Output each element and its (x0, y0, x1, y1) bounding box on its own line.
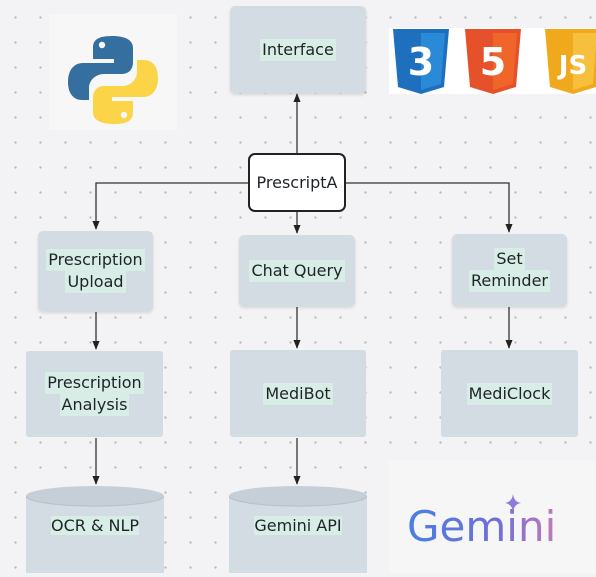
prescription-upload-node: Prescription Upload (38, 231, 153, 311)
python-logo (49, 14, 177, 130)
svg-text:Gemini: Gemini (407, 502, 556, 551)
css3-icon: 3 (393, 29, 449, 94)
mediclock-node: MediClock (441, 350, 578, 437)
prescription-upload-line2: Upload (65, 271, 126, 293)
web-logos: 3 5 JS (389, 28, 596, 94)
gemini-api-database: Gemini API (228, 486, 368, 573)
mediclock-label: MediClock (466, 382, 553, 405)
js-icon: JS (545, 29, 596, 94)
gemini-api-label: Gemini API (254, 516, 342, 535)
arrow-to-prescription-upload (92, 182, 248, 230)
svg-text:3: 3 (408, 40, 434, 84)
prescription-upload-line1: Prescription (46, 249, 145, 271)
interface-node: Interface (230, 6, 366, 93)
medibot-label: MediBot (263, 382, 333, 405)
set-reminder-node: Set Reminder (452, 234, 567, 306)
python-icon (68, 36, 158, 124)
prescription-analysis-line1: Prescription (45, 372, 144, 394)
html5-icon: 5 (465, 29, 521, 94)
medibot-node: MediBot (230, 350, 366, 437)
prescription-analysis-line2: Analysis (59, 394, 130, 416)
prescription-analysis-node: Prescription Analysis (26, 351, 163, 437)
prescripta-label: PrescriptA (256, 173, 338, 192)
svg-text:JS: JS (557, 51, 587, 81)
interface-label: Interface (260, 38, 336, 61)
arrow-to-set-reminder (346, 182, 513, 233)
sparkle-icon (505, 494, 521, 512)
set-reminder-line2: Reminder (469, 270, 550, 292)
ocr-nlp-label: OCR & NLP (50, 516, 140, 535)
ocr-nlp-database: OCR & NLP (25, 486, 165, 573)
chat-query-node: Chat Query (239, 235, 355, 306)
set-reminder-line1: Set (494, 248, 525, 270)
svg-text:5: 5 (480, 40, 506, 84)
chat-query-label: Chat Query (249, 259, 345, 282)
prescripta-node: PrescriptA (248, 153, 346, 212)
gemini-logo: Gemini (389, 460, 596, 573)
